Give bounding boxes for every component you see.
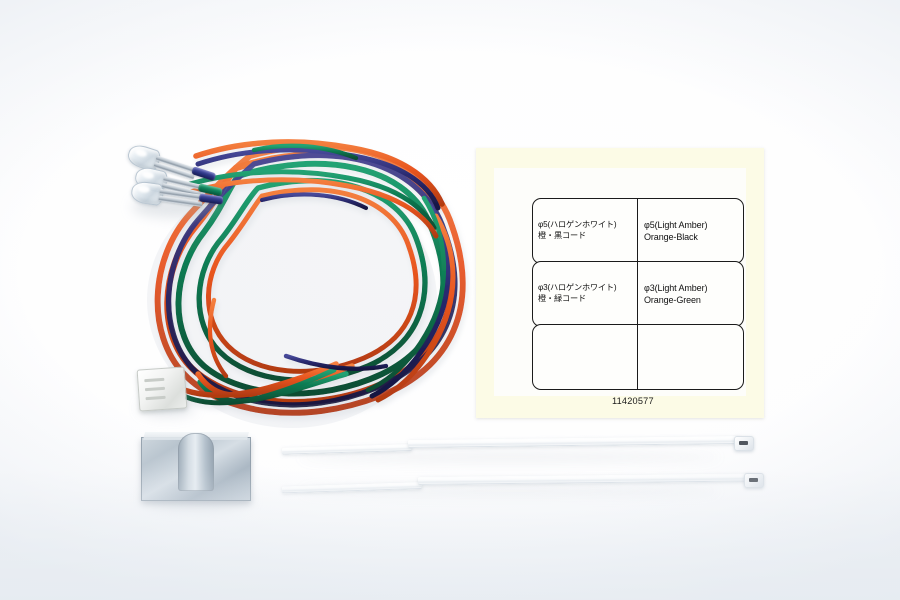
cable-tie-2-strap-right — [417, 473, 751, 485]
instruction-cell-r1c1-line2: 橙・黒コード — [538, 230, 586, 240]
cable-tie-1-strap-right — [407, 435, 741, 448]
instruction-cell-r2c2-line1: φ3(Light Amber) — [644, 283, 708, 293]
cable-tie-2-head — [744, 473, 764, 488]
instruction-cell-r2c1-line2: 橙・緑コード — [538, 293, 586, 303]
instruction-label: φ5(ハロゲンホワイト) 橙・黒コード φ5(Light Amber) Oran… — [476, 148, 764, 418]
cable-tie-1 — [281, 434, 758, 456]
instruction-cell-r2c2-line2: Orange-Green — [644, 294, 701, 305]
metal-mounting-bracket — [141, 432, 251, 501]
instruction-label-inner: φ5(ハロゲンホワイト) 橙・黒コード φ5(Light Amber) Oran… — [494, 168, 746, 406]
instruction-cell-r2c1: φ3(ハロゲンホワイト) 橙・緑コード — [538, 283, 638, 304]
instruction-cell-r2c1-line1: φ3(ハロゲンホワイト) — [538, 283, 617, 292]
cable-tie-1-head — [734, 436, 754, 451]
instruction-cell-r1c2-line1: φ5(Light Amber) — [644, 220, 708, 230]
instruction-grid: φ5(ハロゲンホワイト) 橙・黒コード φ5(Light Amber) Oran… — [532, 198, 744, 390]
instruction-cell-r1c2-line2: Orange-Black — [644, 231, 698, 242]
connector-slot-2 — [144, 386, 166, 392]
led-bulb-1-heatshrink — [191, 166, 217, 182]
part-number: 11420577 — [612, 396, 654, 406]
instruction-cell-r1c1-line1: φ5(ハロゲンホワイト) — [538, 220, 617, 229]
white-jst-connector — [136, 366, 188, 412]
bracket-tab — [178, 433, 214, 491]
cable-tie-2-strap-left — [281, 482, 423, 494]
cable-tie-2 — [281, 468, 768, 494]
instruction-cell-r1c1: φ5(ハロゲンホワイト) 橙・黒コード — [538, 220, 638, 241]
instruction-cell-r2c2: φ3(Light Amber) Orange-Green — [644, 283, 744, 306]
connector-slot-3 — [145, 395, 166, 401]
cable-tie-1-strap-left — [281, 444, 413, 455]
instruction-cell-r1c2: φ5(Light Amber) Orange-Black — [644, 220, 744, 243]
connector-slot-1 — [144, 377, 165, 383]
